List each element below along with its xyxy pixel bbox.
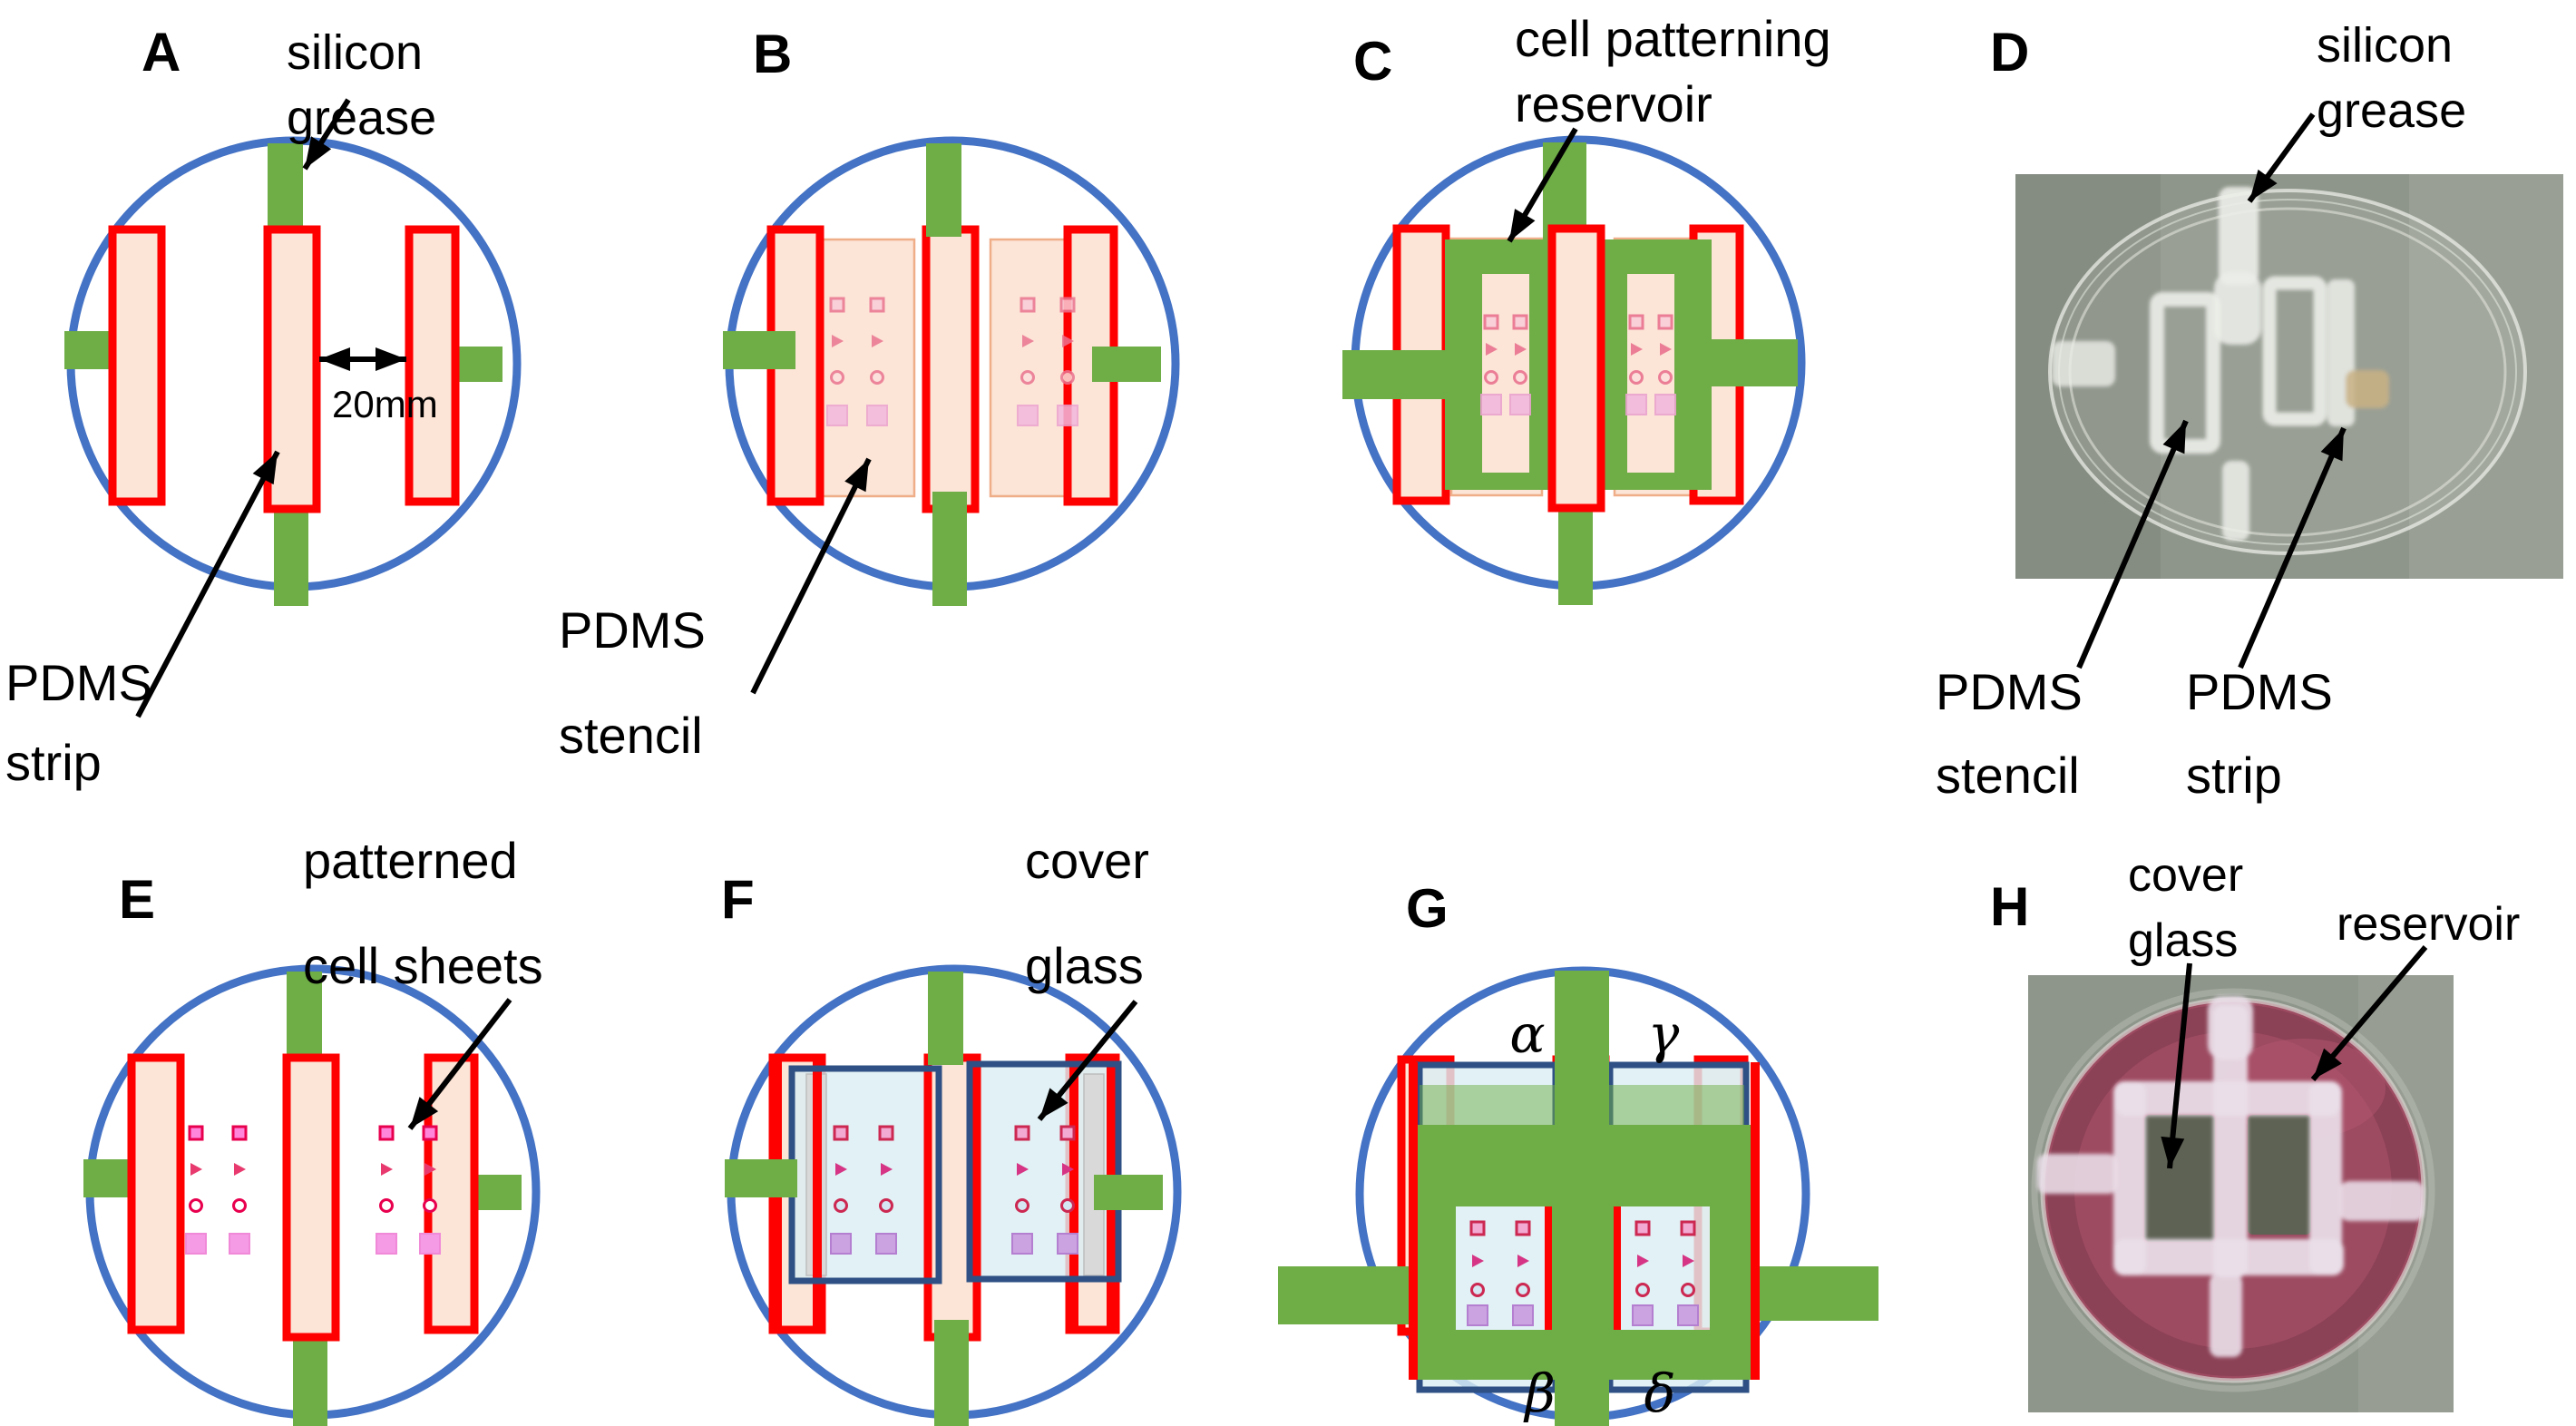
panel-letter-e: E (119, 869, 155, 930)
label-pdms-stencil-b-line2: stencil (559, 707, 703, 764)
arrow-pdms-stencil-d (2076, 419, 2189, 669)
label-reservoir-c-line1: cell patterning (1515, 10, 1831, 67)
panel-letter-b: B (753, 24, 792, 84)
cover-glass-photo-right (2248, 1115, 2311, 1235)
label-silicon-grease-a-line2: grease (287, 91, 436, 145)
panel-letter-h: H (1990, 876, 2029, 937)
panel-letter-c: C (1353, 31, 1392, 92)
label-cell-sheets-e-line1: patterned (303, 832, 518, 889)
panel-letter-f: F (721, 869, 755, 930)
patterned-cell-sheets-left (1467, 1220, 1534, 1326)
patterned-cell-sheets-right (376, 1125, 441, 1255)
pdms-stencil-photo-right (2262, 276, 2327, 426)
label-pdms-strip-d-line2: strip (2186, 747, 2282, 804)
pattern-shapes-left (1480, 314, 1531, 415)
label-pdms-strip-a-line1: PDMS (5, 654, 152, 711)
annotation-arrows (135, 98, 2428, 1169)
label-cover-glass-h-line2: glass (2128, 914, 2238, 967)
pdms-pieces-photo (2052, 187, 2389, 541)
debris-blob (2346, 370, 2389, 408)
center-grease-bar (1555, 971, 1609, 1426)
label-region-alpha: α (1509, 1003, 1545, 1065)
label-pdms-stencil-b-line1: PDMS (559, 601, 706, 659)
pattern-shapes-left (826, 297, 888, 426)
greek-region-labels: α γ β δ (1509, 1003, 1679, 1424)
label-silicon-grease-a-line1: silicon (287, 25, 423, 80)
label-cell-sheets-e-line2: cell sheets (303, 937, 543, 994)
patterned-cell-sheets-left (185, 1125, 250, 1255)
arrow-pdms-strip-d (2238, 426, 2347, 669)
reservoir-arm-left (1278, 1266, 1418, 1324)
reservoir-arm-left (1342, 350, 1448, 399)
label-cover-glass-h-line1: cover (2128, 849, 2243, 902)
pdms-strip-center (1552, 229, 1601, 508)
grease-frame-photo (2037, 996, 2424, 1357)
label-pdms-strip-a-line2: strip (5, 734, 102, 791)
label-gap-20mm: 20mm (332, 383, 438, 425)
label-pdms-stencil-d-line1: PDMS (1936, 663, 2083, 720)
label-region-delta: δ (1644, 1363, 1676, 1424)
annotation-labels: silicon grease PDMS strip 20mm PDMS sten… (5, 10, 2520, 994)
arrow-pdms-stencil-b (750, 457, 872, 695)
panel-h-photo (2028, 975, 2454, 1412)
panel-e-diagram (83, 969, 536, 1426)
label-pdms-stencil-d-line2: stencil (1936, 747, 2080, 804)
reservoir-arm-right (1751, 1266, 1878, 1321)
panel-letter-a: A (141, 22, 181, 83)
panel-letter-d: D (1990, 22, 2029, 83)
panel-a-diagram (64, 141, 517, 606)
label-silicon-grease-d-line2: grease (2317, 83, 2466, 138)
panel-letter-g: G (1406, 878, 1449, 939)
label-cover-glass-f-line1: cover (1025, 832, 1149, 889)
arrow-pdms-strip-a (135, 450, 280, 718)
silicon-grease-photo (2219, 187, 2259, 285)
panel-letters: A B C D E F G H (119, 22, 2029, 939)
pattern-shapes-right (1625, 314, 1676, 415)
label-reservoir-c-line2: reservoir (1515, 75, 1712, 132)
petri-dish-photo (2050, 190, 2525, 553)
patterned-cell-sheets-right (1011, 1125, 1078, 1255)
cover-glass-photo-left (2144, 1115, 2215, 1242)
label-region-gamma: γ (1648, 1003, 1680, 1065)
pattern-shapes-right (1017, 297, 1078, 426)
panel-f-diagram (725, 969, 1177, 1426)
patterned-cell-sheets-left (830, 1125, 897, 1255)
label-silicon-grease-d-line1: silicon (2317, 18, 2453, 73)
reservoir-arm-right (1711, 339, 1798, 386)
label-cover-glass-f-line2: glass (1025, 937, 1144, 994)
panel-b-diagram (723, 141, 1176, 606)
label-region-beta: β (1523, 1363, 1556, 1424)
label-pdms-strip-d-line1: PDMS (2186, 663, 2333, 720)
arrow-cover-glass-h (2167, 962, 2192, 1169)
patterned-cell-sheets-right (1632, 1220, 1699, 1326)
panel-d-photo (2015, 174, 2563, 579)
panel-g-diagram (1278, 971, 1878, 1426)
label-reservoir-h: reservoir (2337, 898, 2520, 951)
pdms-stencil-photo-left (2150, 292, 2220, 454)
panel-c-diagram (1342, 140, 1801, 605)
